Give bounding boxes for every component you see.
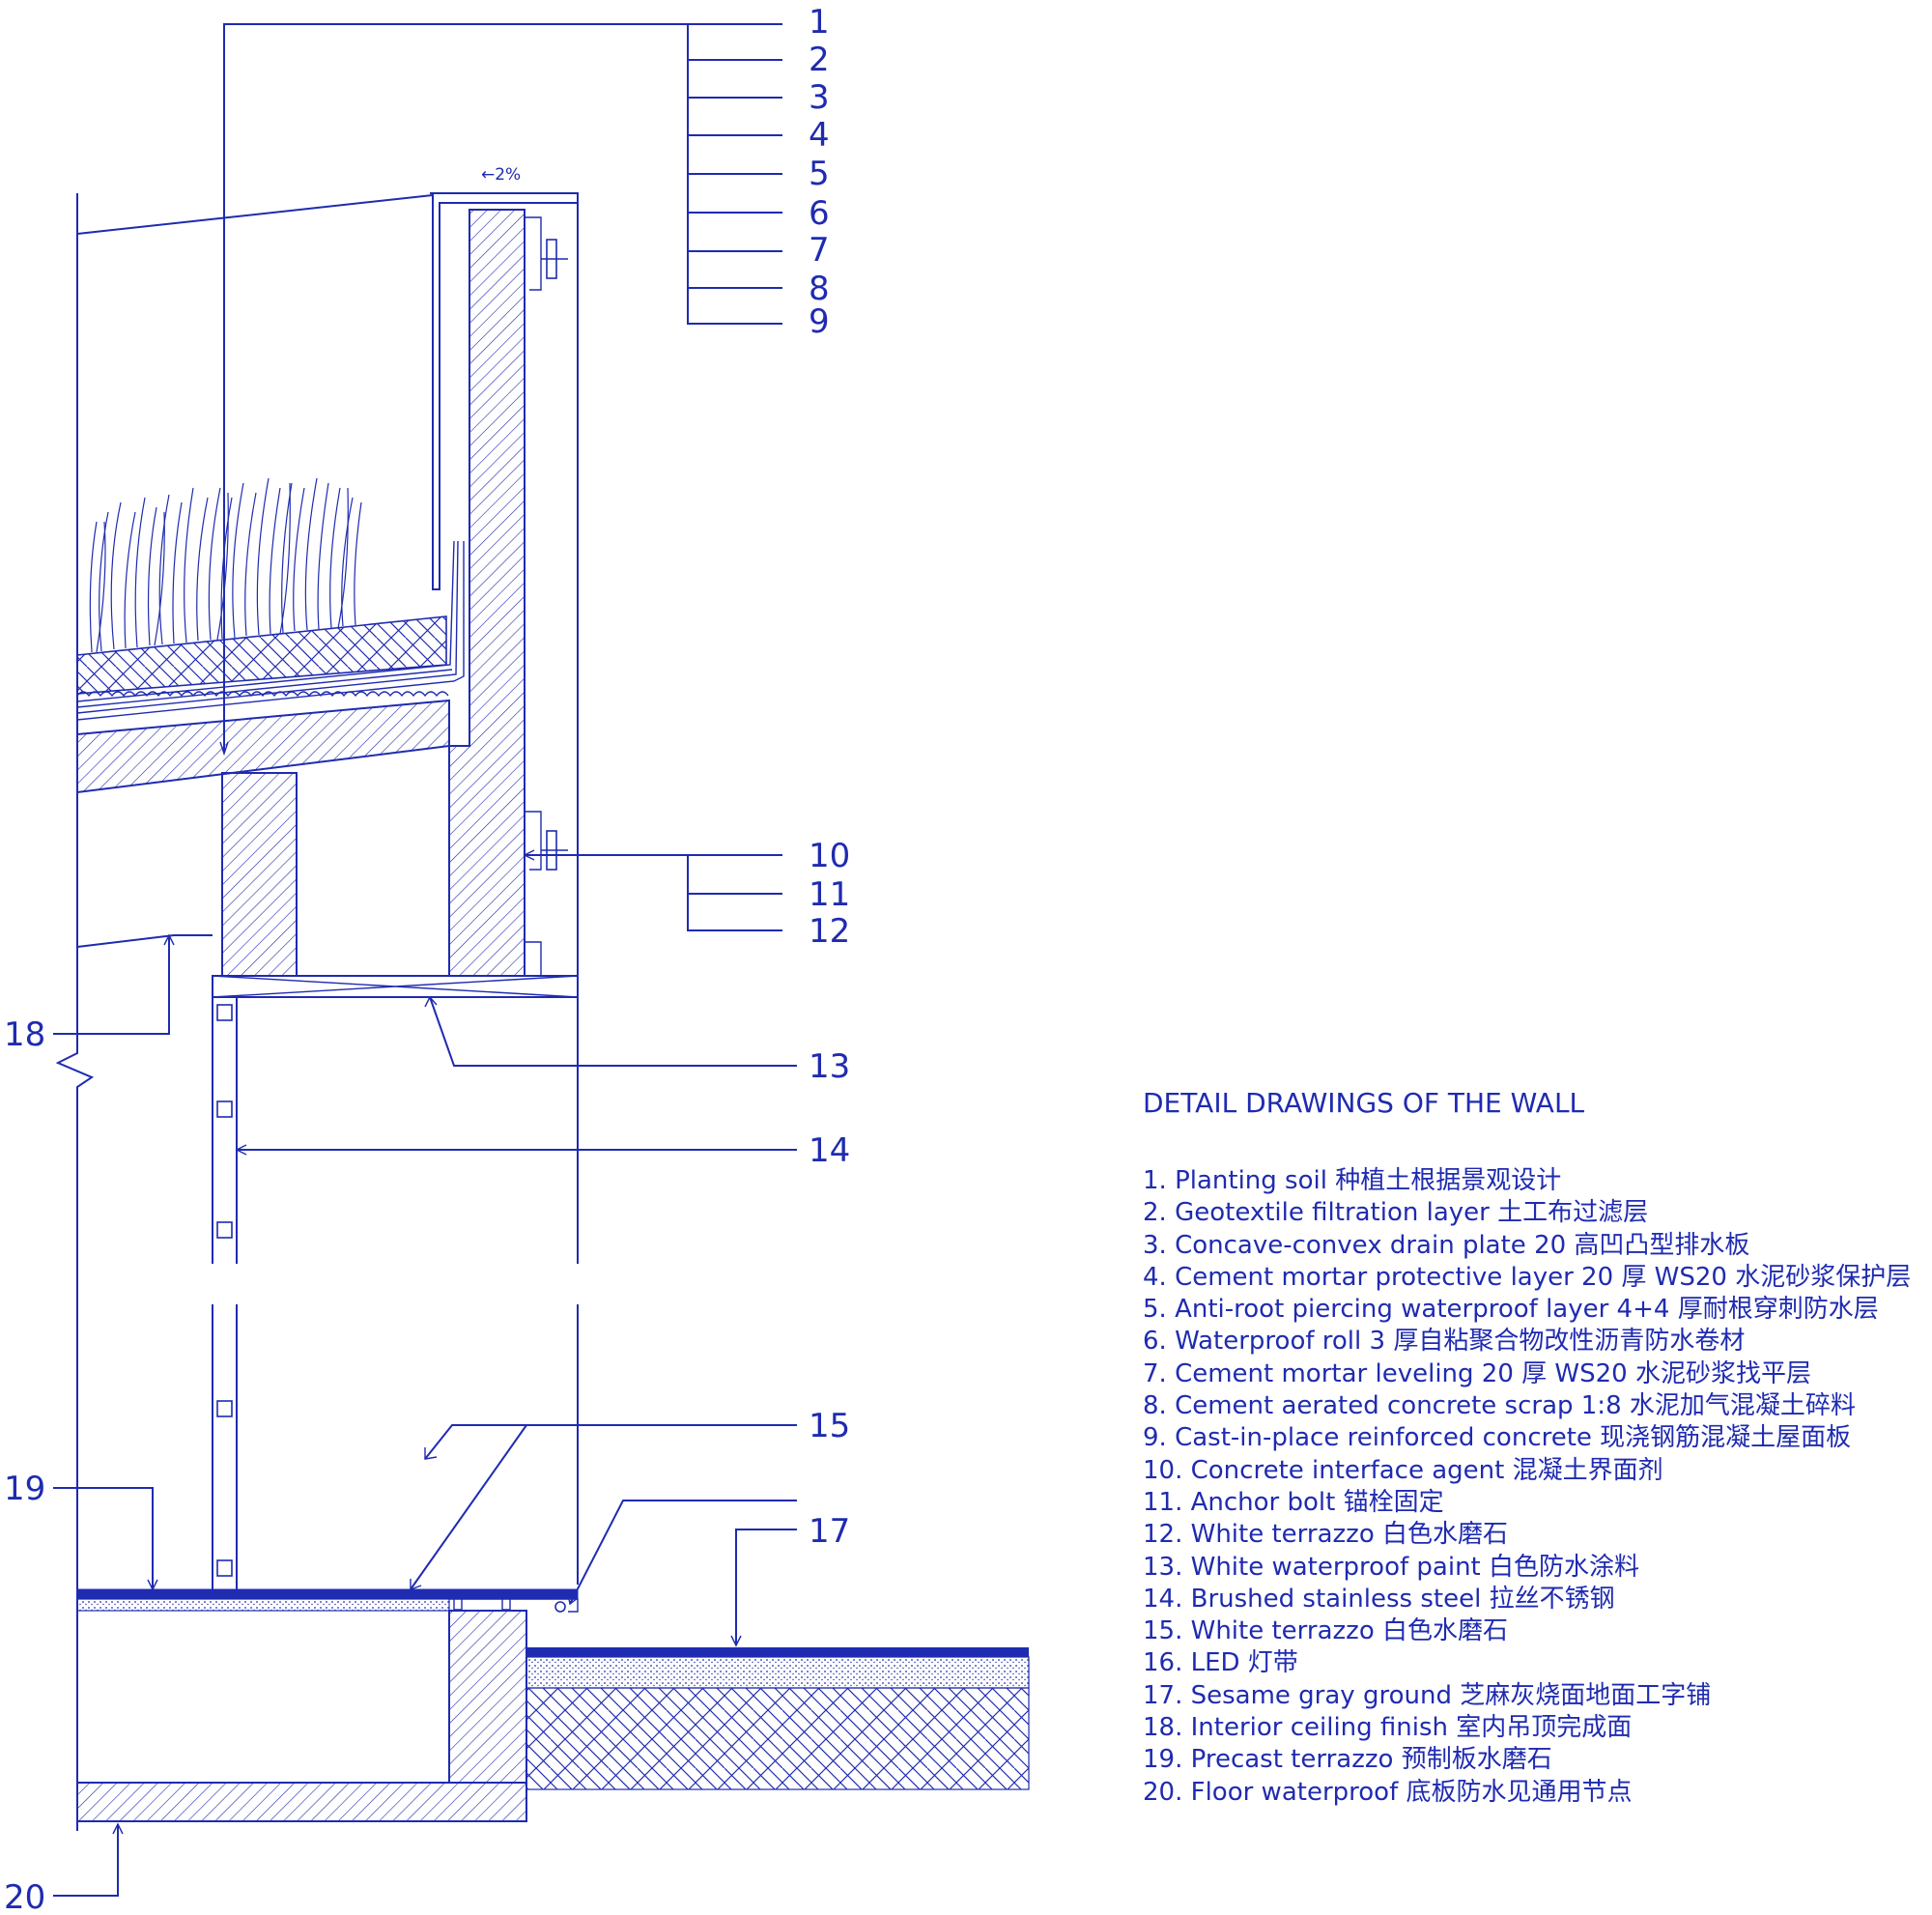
legend-item: 18. Interior ceiling finish 室内吊顶完成面 <box>1143 1713 1633 1743</box>
legend-item: 3. Concave-convex drain plate 20 高凹凸型排水板 <box>1143 1230 1750 1260</box>
cladding-brackets <box>525 216 542 976</box>
exterior-subgrade <box>526 1687 1030 1790</box>
callout-8: 8 <box>809 270 830 308</box>
parapet-concrete-wall <box>448 209 526 977</box>
legend: DETAIL DRAWINGS OF THE WALL 1. Planting … <box>1143 1087 1911 1809</box>
roof-membrane-layers <box>76 540 465 721</box>
callout-12: 12 <box>809 912 850 951</box>
callout-10: 10 <box>809 837 850 875</box>
legend-item: 15. White terrazzo 白色水磨石 <box>1143 1616 1508 1646</box>
floor-slab <box>76 1782 527 1822</box>
callout-7: 7 <box>809 231 830 270</box>
callout-15: 15 <box>809 1407 850 1445</box>
parapet-coping <box>430 192 579 1256</box>
terrazzo-floor <box>76 1588 579 1600</box>
grass-planting <box>89 477 362 653</box>
section-geometry: ←2% <box>55 165 1030 1831</box>
anchor-bolt-icon <box>541 239 568 871</box>
legend-item: 1. Planting soil 种植土根据景观设计 <box>1143 1166 1562 1195</box>
legend-item: 10. Concrete interface agent 混凝土界面剂 <box>1143 1455 1663 1485</box>
legend-item: 17. Sesame gray ground 芝麻灰烧面地面工字铺 <box>1143 1680 1712 1710</box>
led-light-icons <box>216 1004 233 1577</box>
callout-11: 11 <box>809 875 850 914</box>
legend-item: 12. White terrazzo 白色水磨石 <box>1143 1520 1508 1550</box>
soffit-band-cross <box>212 975 579 998</box>
callout-13: 13 <box>809 1047 850 1086</box>
planting-soil <box>76 615 447 695</box>
legend-item: 5. Anti-root piercing waterproof layer 4… <box>1143 1295 1879 1325</box>
roof-slab <box>76 699 450 794</box>
led-strip-icon <box>554 1601 566 1613</box>
leader-lines <box>53 23 797 1897</box>
callout-5: 5 <box>809 155 830 193</box>
legend-item: 6. Waterproof roll 3 厚自粘聚合物改性沥青防水卷材 <box>1143 1327 1746 1357</box>
legend-item: 9. Cast-in-place reinforced concrete 现浇钢… <box>1143 1423 1852 1453</box>
legend-item: 16. LED 灯带 <box>1143 1648 1298 1678</box>
legend-item: 11. Anchor bolt 锚栓固定 <box>1143 1487 1444 1517</box>
legend-title: DETAIL DRAWINGS OF THE WALL <box>1143 1087 1585 1119</box>
legend-item: 4. Cement mortar protective layer 20 厚 W… <box>1143 1262 1912 1292</box>
legend-item: 7. Cement mortar leveling 20 厚 WS20 水泥砂浆… <box>1143 1358 1811 1388</box>
left-boundary-line <box>55 193 95 1831</box>
callout-6: 6 <box>809 194 830 233</box>
callout-17: 17 <box>809 1512 850 1551</box>
callout-3: 3 <box>809 78 830 117</box>
drain-plate-layer <box>76 691 449 698</box>
callout-4: 4 <box>809 116 830 155</box>
callout-20: 20 <box>4 1878 45 1915</box>
stainless-steel-column <box>212 997 238 1589</box>
exterior-paving <box>526 1647 1029 1657</box>
exterior-bedding <box>526 1656 1030 1689</box>
interior-ceiling-line <box>76 934 213 948</box>
callout-18: 18 <box>4 1015 45 1054</box>
callout-numbers: 1 2 3 4 5 6 7 8 9 10 11 12 13 14 15 17 1… <box>4 3 850 1915</box>
slope-label: ←2% <box>481 165 521 185</box>
legend-item: 8. Cement aerated concrete scrap 1:8 水泥加… <box>1143 1391 1856 1421</box>
legend-item: 19. Precast terrazzo 预制板水磨石 <box>1143 1745 1552 1775</box>
roof-top-line <box>76 194 434 235</box>
foundation-wall <box>448 1610 527 1784</box>
legend-list: 1. Planting soil 种植土根据景观设计 2. Geotextile… <box>1143 1165 1911 1809</box>
callout-14: 14 <box>809 1131 850 1170</box>
soffit-band <box>212 975 579 998</box>
concrete-beam <box>221 772 298 977</box>
legend-item: 13. White waterproof paint 白色防水涂料 <box>1143 1552 1640 1582</box>
callout-9: 9 <box>809 302 830 341</box>
callout-2: 2 <box>809 41 830 79</box>
callout-1: 1 <box>809 3 830 42</box>
legend-item: 20. Floor waterproof 底板防水见通用节点 <box>1143 1777 1633 1807</box>
legend-item: 2. Geotextile filtration layer 土工布过滤层 <box>1143 1198 1649 1228</box>
floor-bedding <box>76 1598 450 1612</box>
callout-19: 19 <box>4 1470 45 1508</box>
legend-item: 14. Brushed stainless steel 拉丝不锈钢 <box>1143 1584 1615 1614</box>
